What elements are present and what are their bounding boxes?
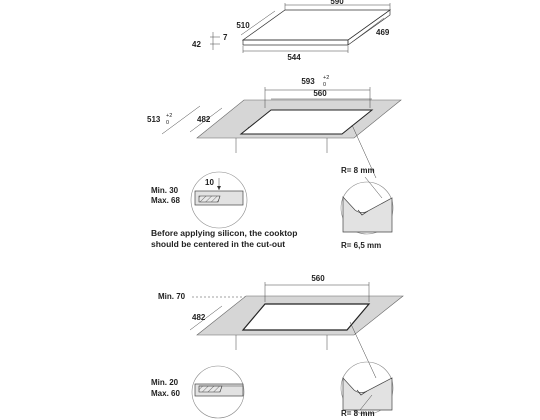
dim-line-510 [240, 10, 276, 36]
dim-outer-depth: 513 [147, 115, 161, 124]
installation-note: Before applying silicon, the cooktop sho… [151, 228, 297, 249]
gap-dimension: 10 [205, 178, 214, 187]
detail-circle-1 [190, 171, 248, 229]
note-line-1: Before applying silicon, the cooktop [151, 228, 297, 238]
max-thickness-1: Max. 68 [151, 196, 180, 205]
tol-depth-minus: 0 [166, 120, 169, 126]
cooktop-side-edge [347, 9, 391, 46]
dim-depth-right: 469 [376, 28, 390, 37]
radius-detail-circle-2 [340, 361, 394, 415]
radius-label-top: R= 8 mm [341, 166, 375, 175]
dim-outer-width: 593 [301, 77, 315, 86]
cutout-view-inset: 593 +2 0 560 513 +2 0 482 [147, 75, 402, 179]
min-distance-label: Min. 70 [158, 292, 186, 301]
corner-radius-shape-2 [342, 377, 393, 411]
cooktop-top-view: 590 510 7 42 544 469 [192, 0, 392, 62]
cutout-view-flush: Min. 70 560 482 [158, 274, 404, 379]
tol-width-minus: 0 [323, 82, 326, 88]
dim-line-482 [189, 107, 223, 133]
section-detail-2: Min. 20 Max. 60 R= 8 mm [151, 361, 394, 419]
dim-inner-width-2: 560 [311, 274, 325, 283]
dim-height-total: 42 [192, 40, 201, 49]
section-detail-1: Min. 30 Max. 68 10 R= 8 mm R= 6,5 mm [151, 166, 394, 250]
dim-inner-depth-2: 482 [192, 313, 206, 322]
dim-width-top: 590 [330, 0, 344, 6]
dim-inner-width: 560 [313, 89, 327, 98]
dim-depth-left: 510 [236, 21, 250, 30]
tol-width-plus: +2 [323, 75, 329, 81]
dim-line-482-2 [189, 305, 223, 331]
leader-line-detail-2 [349, 321, 377, 379]
dim-width-bottom: 544 [287, 53, 301, 62]
corner-radius-shape-1 [342, 196, 393, 233]
hatched-section-2 [198, 385, 223, 393]
max-thickness-2: Max. 60 [151, 389, 180, 398]
cooktop-front-edge [242, 39, 349, 46]
radius-label-bottom: R= 6,5 mm [341, 241, 381, 250]
hatched-section-1 [198, 195, 221, 203]
cutout-opening [239, 109, 374, 135]
radius-detail-circle-1 [340, 181, 394, 235]
cooktop-top-surface [241, 9, 392, 41]
dim-line-469 [351, 17, 385, 43]
cutout-opening-2 [241, 303, 371, 331]
radius-label-2: R= 8 mm [341, 409, 375, 418]
dim-inner-depth: 482 [197, 115, 211, 124]
min-thickness-1: Min. 30 [151, 186, 179, 195]
note-line-2: should be centered in the cut-out [151, 239, 285, 249]
detail-circle-2 [191, 365, 245, 419]
tol-depth-plus: +2 [166, 113, 172, 119]
dim-line-513 [161, 105, 201, 135]
dim-thickness-small: 7 [223, 33, 228, 42]
leader-line-detail-1 [351, 124, 377, 179]
min-thickness-2: Min. 20 [151, 378, 179, 387]
